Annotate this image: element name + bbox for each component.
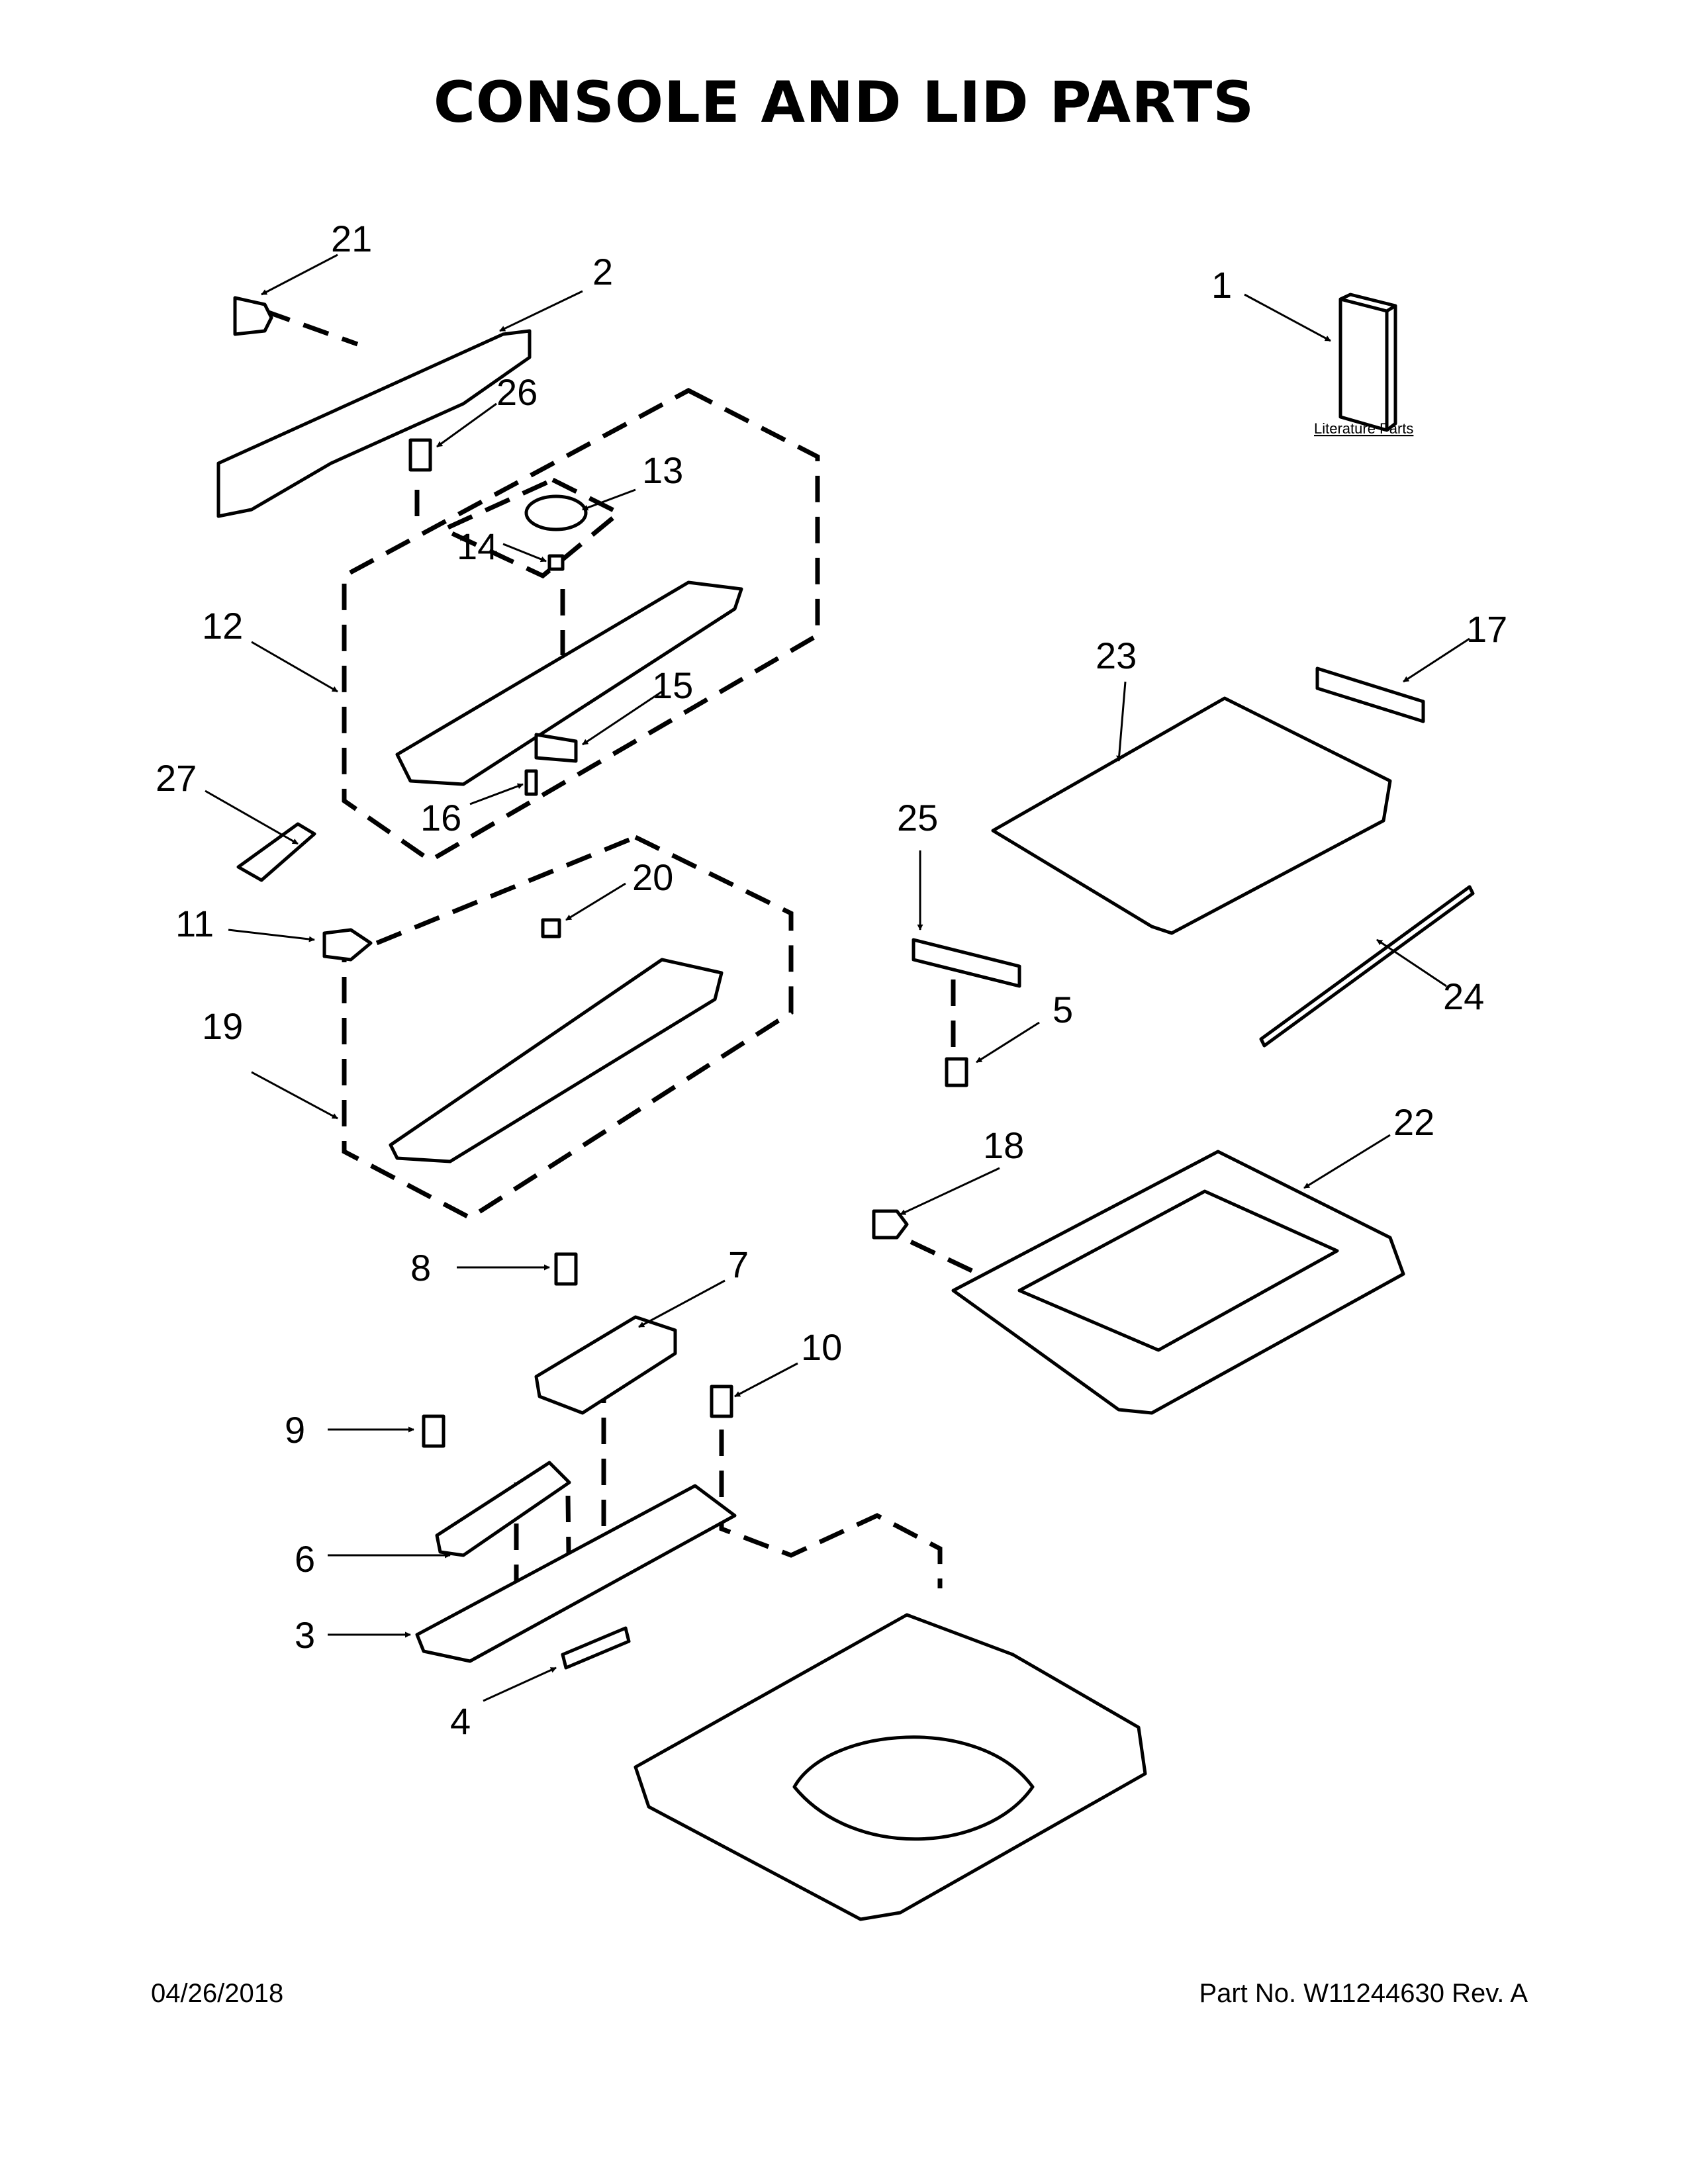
arrow-11 [228, 929, 315, 942]
callout-4: 4 [450, 1700, 471, 1742]
screw-18 [872, 1209, 909, 1240]
callout-19: 19 [202, 1005, 243, 1047]
arrow-1 [1244, 293, 1331, 342]
lid-switch [236, 822, 316, 882]
callout-15: 15 [652, 664, 693, 706]
water-valve [435, 1461, 571, 1557]
part-shapes [216, 293, 1475, 1921]
arrow-19 [251, 1071, 338, 1120]
valve-bracket [415, 1484, 737, 1663]
lid [991, 696, 1392, 935]
callout-23: 23 [1096, 635, 1137, 676]
console-assembly-outline [342, 388, 820, 864]
callout-18: 18 [983, 1124, 1024, 1166]
control-board [534, 1315, 677, 1415]
screw-21 [233, 296, 273, 336]
label-plate [561, 1626, 631, 1670]
arrow-14 [502, 543, 547, 563]
knob [524, 494, 588, 531]
callout-6: 6 [295, 1538, 315, 1580]
arrow-16 [469, 783, 524, 805]
arrow-15 [582, 690, 663, 746]
arrow-12 [251, 641, 338, 693]
lid-gasket [1259, 885, 1475, 1048]
callout-16: 16 [420, 797, 461, 839]
callout-8: 8 [410, 1247, 431, 1289]
callout-7: 7 [728, 1244, 749, 1285]
arrow-13 [582, 488, 636, 511]
page-title: CONSOLE AND LID PARTS [433, 69, 1255, 136]
callout-24: 24 [1443, 976, 1484, 1017]
arrow-7 [638, 1279, 726, 1328]
callout-22: 22 [1393, 1101, 1434, 1143]
arrow-4 [483, 1666, 557, 1702]
callout-25: 25 [897, 797, 938, 839]
console-end-cap [216, 329, 532, 518]
callout-17: 17 [1466, 608, 1507, 650]
footer-part-number: Part No. W11244630 Rev. A [1199, 1979, 1528, 2008]
footer-date: 04/26/2018 [151, 1979, 284, 2008]
arrow-27 [205, 790, 299, 845]
callout-11: 11 [175, 903, 214, 944]
assembly-outlines [263, 308, 994, 1609]
leader-dashes [263, 308, 994, 1609]
callout-2: 2 [592, 251, 613, 293]
arrow-26 [436, 402, 497, 448]
arrow-17 [1403, 637, 1470, 683]
arrow-24 [1376, 938, 1447, 987]
arrows [205, 253, 1470, 1702]
literature-parts-label: Literature Parts [1314, 420, 1413, 437]
screw-10 [710, 1385, 733, 1418]
encoder-board [534, 733, 578, 763]
arrow-20 [565, 882, 626, 921]
screw-11 [322, 928, 373, 962]
screw-26 [408, 438, 432, 472]
callout-14: 14 [457, 525, 498, 567]
arrow-5 [976, 1021, 1040, 1064]
callout-20: 20 [632, 856, 673, 898]
knob-clip [547, 554, 565, 571]
screw-9 [422, 1414, 445, 1448]
screw-16 [524, 769, 538, 796]
harness-clip [541, 918, 561, 938]
hinge-17 [1315, 666, 1425, 723]
screw-8 [554, 1252, 578, 1286]
callout-12: 12 [202, 605, 243, 647]
arrow-2 [499, 290, 583, 332]
callout-3: 3 [295, 1614, 315, 1656]
console-panel [395, 580, 743, 786]
arrow-23 [1116, 681, 1127, 762]
callout-27: 27 [156, 757, 197, 799]
callout-26: 26 [496, 371, 538, 413]
arrow-22 [1303, 1134, 1391, 1189]
callouts: 1 2 21 26 13 14 12 15 16 27 11 20 19 23 … [156, 218, 1507, 1742]
washer-top-base [633, 1613, 1147, 1921]
hinge-25 [912, 938, 1021, 988]
arrow-21 [261, 253, 338, 296]
literature-parts [1338, 293, 1397, 432]
user-interface-board [389, 958, 724, 1163]
callout-10: 10 [801, 1326, 842, 1368]
callout-21: 21 [331, 218, 372, 259]
knob-group-outline [438, 477, 624, 579]
top-frame [951, 1150, 1405, 1415]
arrow-18 [900, 1167, 1000, 1216]
callout-1: 1 [1211, 264, 1232, 306]
screw-5 [945, 1057, 968, 1087]
callout-5: 5 [1053, 989, 1073, 1030]
callout-13: 13 [642, 449, 683, 491]
arrow-10 [734, 1362, 798, 1398]
callout-9: 9 [285, 1409, 305, 1451]
